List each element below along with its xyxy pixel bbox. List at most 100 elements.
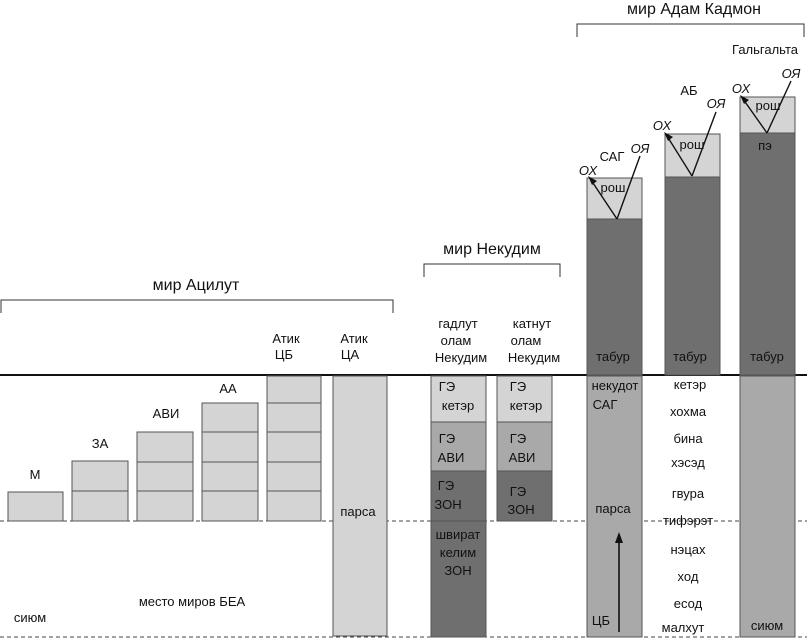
sag-nekudot-2: САГ [593, 397, 618, 412]
gadlut-avi-block [430, 421, 487, 472]
partzuf-avi: АВИ [136, 406, 194, 522]
gadlut-zon-block [430, 470, 487, 522]
sag-ox-arrow [590, 179, 618, 220]
sefira-hesed: хэсэд [671, 455, 705, 470]
label-za: ЗА [92, 436, 109, 451]
sag-name: САГ [600, 149, 625, 164]
bracket-nekudim [423, 263, 561, 277]
gadlut-header-3: Некудим [435, 350, 487, 365]
gadlut-header-2: олам [441, 333, 472, 348]
sefira-gvura: гвура [672, 486, 705, 501]
ab-ox: ОХ [653, 118, 673, 133]
sag-rosh-label: рош [601, 180, 626, 195]
sag-guf [586, 218, 643, 376]
world-adam-kadmon-label: мир Адам Кадмон [627, 1, 761, 18]
world-nekudim-label: мир Некудим [443, 241, 541, 258]
bracket-atzilut [0, 299, 394, 313]
galgalta-guf [739, 132, 796, 376]
nekudim-gadlut: гадлут олам Некудим ГЭ кетэр ГЭ АВИ ГЭ З… [430, 316, 487, 638]
partzuf-aa: АА [201, 381, 259, 522]
katnut-zon-1: ГЭ [510, 484, 526, 499]
sefira-tiferet: тифэрэт [663, 513, 713, 528]
galgalta-tabur: табур [750, 349, 784, 364]
galgalta-oya-arrow [766, 80, 792, 134]
sag-oya: ОЯ [631, 141, 650, 156]
sefira-netsah: нэцах [671, 542, 706, 557]
partzuf-ab: АБ ОХ ОЯ рош табур кетэр хохма бина хэсэ… [653, 83, 726, 635]
galgalta-pe: пэ [758, 138, 772, 153]
label-atik-tsb-1: Атик [272, 331, 300, 346]
ab-rosh-label: рош [680, 137, 705, 152]
label-atik-tsa-1: Атик [340, 331, 368, 346]
sefira-bina: бина [673, 431, 703, 446]
katnut-keter-1: ГЭ [510, 379, 526, 394]
galgalta-rosh-label: рош [756, 98, 781, 113]
katnut-header-3: Некудим [508, 350, 560, 365]
gadlut-shvirat-block [430, 520, 487, 638]
katnut-zon-2: ЗОН [507, 502, 534, 517]
label-bea-sium: сиюм [14, 610, 46, 625]
gadlut-shvirat-1: швират [436, 527, 481, 542]
partzuf-atik-tsb: Атик ЦБ [266, 331, 322, 522]
sefira-malhut: малхут [662, 620, 705, 635]
sefira-hochma: хохма [670, 404, 707, 419]
ab-guf [664, 176, 721, 376]
nekudim-katnut: катнут олам Некудим ГЭ кетэр ГЭ АВИ ГЭ З… [496, 316, 560, 522]
katnut-avi-2: АВИ [509, 450, 536, 465]
galgalta-rosh [739, 96, 796, 134]
partzuf-atik-tsa: Атик ЦА парса [332, 331, 388, 637]
label-avi: АВИ [153, 406, 180, 421]
katnut-header-2: олам [511, 333, 542, 348]
label-bea-place: место миров БЕА [139, 594, 246, 609]
katnut-zon-block [496, 470, 553, 522]
katnut-keter-2: кетэр [510, 398, 542, 413]
label-m: М [30, 467, 41, 482]
sag-nekudot-1: некудот [592, 378, 639, 393]
galgalta-name: Гальгальта [732, 42, 799, 57]
world-atzilut-label: мир Ацилут [153, 277, 240, 294]
partzuf-galgalta: Гальгальта ОХ ОЯ рош пэ табур сиюм [732, 42, 801, 638]
gadlut-keter-1: ГЭ [439, 379, 455, 394]
gadlut-keter-block [430, 375, 487, 423]
sag-tabur: табур [596, 349, 630, 364]
sefira-keter: кетэр [674, 377, 706, 392]
sag-parsa: парса [595, 501, 631, 516]
partzuf-m: М [7, 467, 64, 522]
label-atik-parsa: парса [340, 504, 376, 519]
ab-name: АБ [680, 83, 697, 98]
galgalta-sium: сиюм [751, 618, 783, 633]
ab-oya-arrow [691, 111, 717, 177]
sag-lower [586, 375, 643, 638]
sag-ox-arrowhead [588, 176, 597, 185]
label-atik-tsb-2: ЦБ [275, 347, 293, 362]
galgalta-ox: ОХ [732, 81, 752, 96]
galgalta-ox-arrow [742, 98, 768, 134]
gadlut-avi-1: ГЭ [439, 431, 455, 446]
sefira-hod: ход [678, 569, 699, 584]
galgalta-oya: ОЯ [782, 66, 801, 81]
sag-oya-arrow [616, 155, 641, 220]
ab-tabur: табур [673, 349, 707, 364]
gadlut-zon-2: ЗОН [434, 497, 461, 512]
gadlut-zon-1: ГЭ [438, 478, 454, 493]
katnut-header-1: катнут [513, 316, 552, 331]
label-aa: АА [219, 381, 237, 396]
sag-tsb: ЦБ [592, 613, 610, 628]
gadlut-header-1: гадлут [438, 316, 477, 331]
sag-tsb-arrowhead [615, 532, 623, 543]
ab-ox-arrow [666, 135, 693, 177]
ab-rosh [664, 133, 721, 178]
label-atik-tsa-2: ЦА [341, 347, 360, 362]
katnut-avi-block [496, 421, 553, 472]
sefira-yesod: есод [674, 596, 703, 611]
ab-ox-arrowhead [664, 132, 673, 141]
partzuf-sag: САГ ОХ ОЯ рош табур некудот САГ парса ЦБ [579, 141, 650, 638]
sag-ox: ОХ [579, 163, 599, 178]
katnut-avi-1: ГЭ [510, 431, 526, 446]
gadlut-shvirat-2: келим [440, 545, 476, 560]
gadlut-avi-2: АВИ [438, 450, 465, 465]
galgalta-ox-arrowhead [740, 95, 749, 104]
partzuf-za: ЗА [71, 436, 129, 522]
bracket-adam-kadmon [576, 23, 805, 37]
